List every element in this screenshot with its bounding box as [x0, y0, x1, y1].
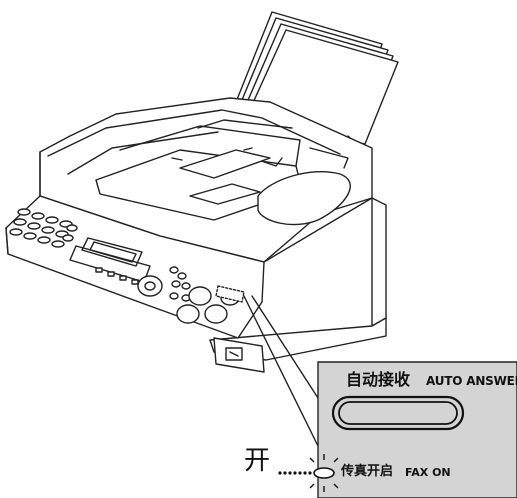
output-tray [257, 170, 351, 226]
callout-panel [278, 361, 517, 498]
auto-answer-label-cn: 自动接收 [346, 370, 411, 389]
round-button-2 [176, 304, 200, 324]
round-button-1 [188, 286, 212, 306]
device-right-side [371, 197, 387, 327]
auto-answer-zone [215, 285, 245, 303]
indicator-rays [309, 454, 339, 492]
round-button-3 [204, 304, 228, 324]
callout-leader-2 [251, 295, 319, 399]
auto-answer-label-en: AUTO ANSWER [426, 374, 517, 388]
keypad [9, 208, 78, 248]
callout-leader-1 [243, 295, 319, 447]
on-dotted-leader [278, 471, 312, 475]
indicator-state-label: 开 [244, 446, 271, 476]
fax-on-label-en: FAX ON [405, 466, 451, 479]
fax-on-indicator [313, 467, 335, 479]
fax-on-label-cn: 传真开启 [341, 464, 394, 479]
function-keys [95, 267, 139, 285]
